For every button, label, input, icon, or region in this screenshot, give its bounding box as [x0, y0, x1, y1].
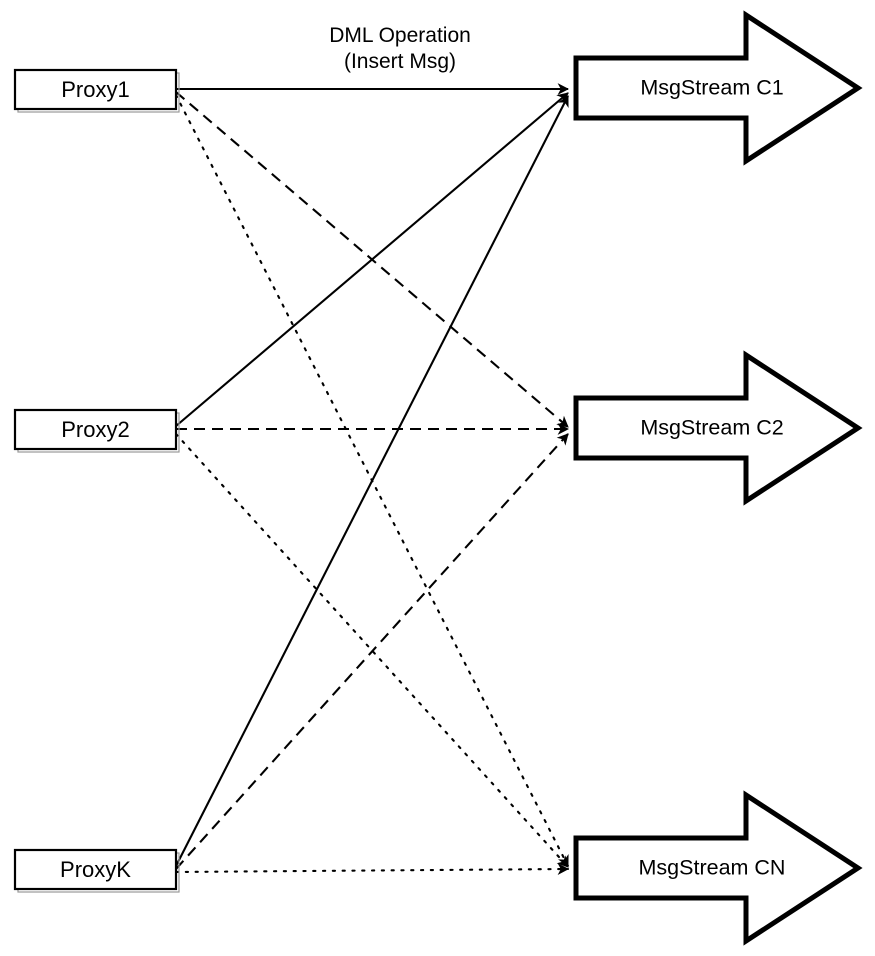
annotation-dml-operation: DML Operation (Insert Msg): [329, 24, 471, 73]
stream-group: MsgStream C1 MsgStream C2 MsgStream CN: [573, 10, 863, 946]
proxy-group: Proxy1 Proxy2 ProxyK: [13, 68, 180, 893]
stream-node-c1[interactable]: MsgStream C1: [573, 10, 863, 166]
stream-cn-label: MsgStream CN: [639, 856, 786, 880]
connector-proxyk-to-stream-c1[interactable]: [175, 95, 569, 867]
dml-operation-line1: DML Operation: [329, 24, 471, 47]
proxy-node-proxy2[interactable]: Proxy2: [13, 408, 180, 453]
proxy-node-proxy1[interactable]: Proxy1: [13, 68, 180, 113]
proxy-node-proxyk[interactable]: ProxyK: [13, 848, 180, 893]
stream-node-c2[interactable]: MsgStream C2: [573, 350, 863, 506]
stream-c2-label: MsgStream C2: [640, 416, 783, 440]
proxyk-label: ProxyK: [60, 857, 131, 882]
stream-node-cn[interactable]: MsgStream CN: [573, 790, 863, 946]
dml-operation-line2: (Insert Msg): [344, 50, 456, 73]
stream-c1-label: MsgStream C1: [640, 76, 783, 100]
stream-c2-arrow-icon: [573, 350, 863, 506]
proxy2-label: Proxy2: [61, 417, 129, 442]
connector-group: [174, 83, 570, 875]
stream-c1-arrow-icon: [573, 10, 863, 166]
connector-proxy2-to-stream-cn[interactable]: [174, 432, 570, 869]
stream-cn-arrow-icon: [573, 790, 863, 946]
proxy1-label: Proxy1: [61, 77, 129, 102]
connector-proxyk-to-stream-cn[interactable]: [174, 863, 570, 875]
connector-proxy2-to-stream-c1[interactable]: [175, 92, 569, 427]
connector-proxyk-to-stream-c2[interactable]: [175, 433, 569, 870]
